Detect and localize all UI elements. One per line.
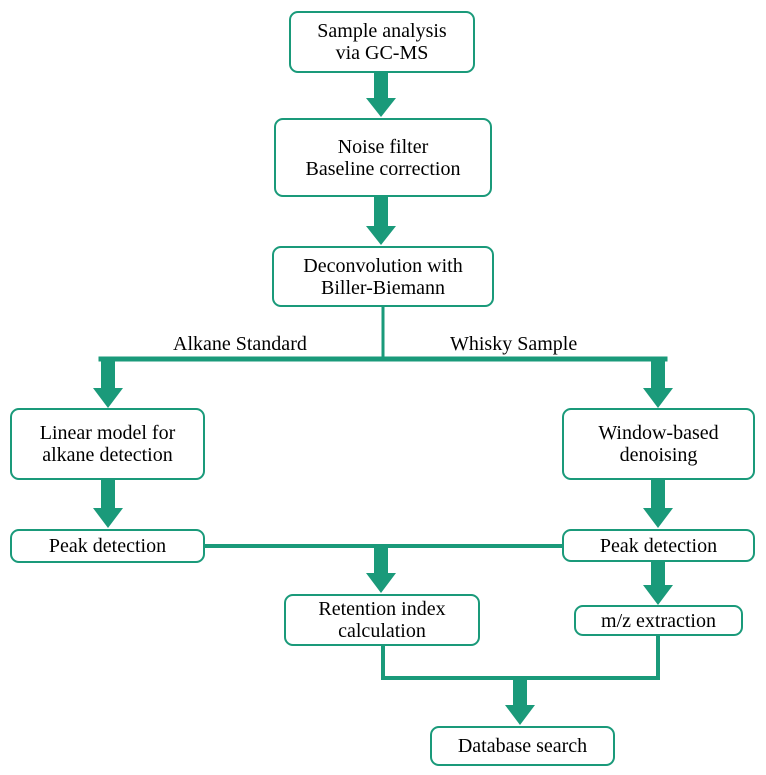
arrow-shaft-to-retention <box>374 548 388 575</box>
node-peak-detection-right-label: Peak detection <box>599 534 718 557</box>
arrowhead-linear-to-peak <box>93 508 123 528</box>
arrow-shaft-sample-to-noise <box>374 72 388 100</box>
node-linear-model: Linear model for alkane detection <box>10 408 205 480</box>
node-peak-detection-right: Peak detection <box>562 529 755 562</box>
arrowhead-to-linear-model <box>93 388 123 408</box>
branch-label-whisky-sample: Whisky Sample <box>450 333 578 355</box>
branch-label-alkane-standard: Alkane Standard <box>173 333 307 355</box>
arrowhead-window-to-peak <box>643 508 673 528</box>
arrow-shaft-peak-to-mz <box>651 561 665 587</box>
node-sample-analysis-label: Sample analysis via GC-MS <box>317 20 447 64</box>
node-linear-model-label: Linear model for alkane detection <box>39 422 176 466</box>
node-sample-analysis: Sample analysis via GC-MS <box>289 11 475 73</box>
node-database-search-label: Database search <box>457 735 588 757</box>
node-window-denoising-label: Window-based denoising <box>598 422 719 466</box>
arrow-shaft-window-to-peak <box>651 480 665 510</box>
arrowhead-to-window-denoising <box>643 388 673 408</box>
node-window-denoising: Window-based denoising <box>562 408 755 480</box>
node-noise-filter-label: Noise filter Baseline correction <box>305 135 461 180</box>
node-mz-extraction: m/z extraction <box>574 605 743 636</box>
node-database-search: Database search <box>430 726 615 766</box>
arrowhead-to-database <box>505 705 535 725</box>
arrowhead-noise-to-deconv <box>366 226 396 245</box>
arrow-shaft-to-window-denoising <box>651 357 665 390</box>
node-retention-index: Retention index calculation <box>284 594 480 646</box>
arrowhead-peak-to-mz <box>643 585 673 605</box>
node-peak-detection-left: Peak detection <box>10 529 205 563</box>
node-peak-detection-left-label: Peak detection <box>48 535 167 557</box>
arrowhead-to-retention <box>366 573 396 593</box>
node-deconvolution: Deconvolution with Biller-Biemann <box>272 246 494 307</box>
arrow-shaft-to-database <box>513 678 527 707</box>
node-retention-index-label: Retention index calculation <box>318 598 446 642</box>
arrow-shaft-linear-to-peak <box>101 480 115 510</box>
arrow-shaft-to-linear-model <box>101 357 115 390</box>
node-deconvolution-label: Deconvolution with Biller-Biemann <box>303 254 463 299</box>
node-mz-extraction-label: m/z extraction <box>601 609 716 632</box>
arrow-shaft-noise-to-deconv <box>374 196 388 228</box>
arrowhead-sample-to-noise <box>366 98 396 117</box>
node-noise-filter: Noise filter Baseline correction <box>274 118 492 197</box>
